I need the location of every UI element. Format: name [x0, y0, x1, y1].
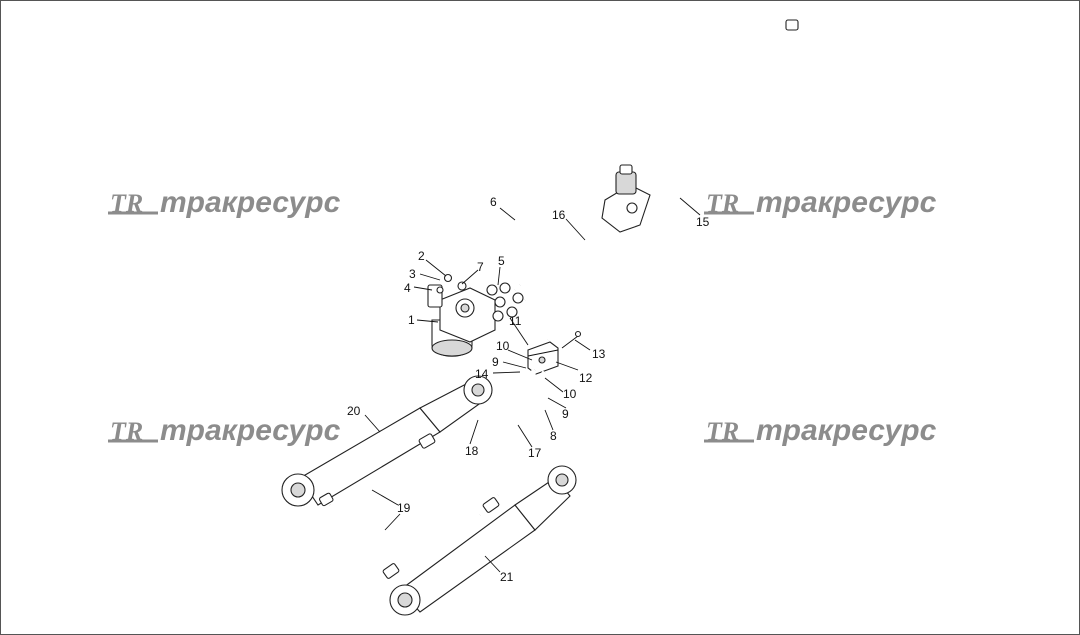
bracket [527, 330, 582, 375]
callout-11: 11 [509, 314, 522, 328]
watermark-bottom-right: TR тракресурс [704, 414, 937, 447]
callout-19: 19 [397, 501, 411, 515]
callout-6: 6 [490, 195, 497, 209]
callout-16: 16 [552, 208, 566, 222]
callout-10a: 10 [496, 339, 510, 353]
hose-16 [518, 220, 615, 301]
watermark-text: тракресурс [160, 414, 341, 447]
valve-block [601, 164, 651, 233]
hydraulic-lines [518, 270, 564, 351]
callout-13: 13 [592, 347, 606, 361]
callout-10b: 10 [563, 387, 577, 401]
cylinder-20 [281, 375, 493, 507]
watermark-text: тракресурс [756, 186, 937, 219]
cylinder-21 [382, 465, 577, 616]
hose-18 [434, 368, 538, 435]
hose-15 [558, 19, 799, 303]
callout-1: 1 [408, 313, 415, 327]
callout-17: 17 [528, 446, 542, 460]
hose-17 [495, 370, 548, 496]
callout-3: 3 [409, 267, 416, 281]
hose-end-fitting [785, 19, 799, 31]
leader-lines [364, 197, 701, 573]
callout-20: 20 [347, 404, 361, 418]
callout-18: 18 [465, 444, 479, 458]
callout-9b: 9 [562, 407, 569, 421]
watermark-top-right: TR тракресурс [704, 186, 937, 219]
callout-labels: 1 2 3 4 5 6 7 9 10 11 12 13 14 10 9 8 15… [347, 195, 710, 584]
callout-7: 7 [477, 260, 484, 274]
callout-14: 14 [475, 367, 489, 381]
watermark-text: тракресурс [160, 186, 341, 219]
hose-19 [328, 442, 482, 572]
callout-21: 21 [500, 570, 514, 584]
watermark-text: тракресурс [756, 414, 937, 447]
callout-5: 5 [498, 254, 505, 268]
callout-9a: 9 [492, 355, 499, 369]
callout-8: 8 [550, 429, 557, 443]
fittings-cluster [436, 273, 524, 322]
callout-4: 4 [404, 281, 411, 295]
callout-2: 2 [418, 249, 425, 263]
hose-6 [447, 177, 610, 293]
watermark-bottom-left: TR тракресурс [108, 414, 341, 447]
watermark-top-left: TR тракресурс [108, 186, 341, 219]
callout-12: 12 [579, 371, 593, 385]
steering-unit [427, 284, 496, 357]
callout-15: 15 [696, 215, 710, 229]
